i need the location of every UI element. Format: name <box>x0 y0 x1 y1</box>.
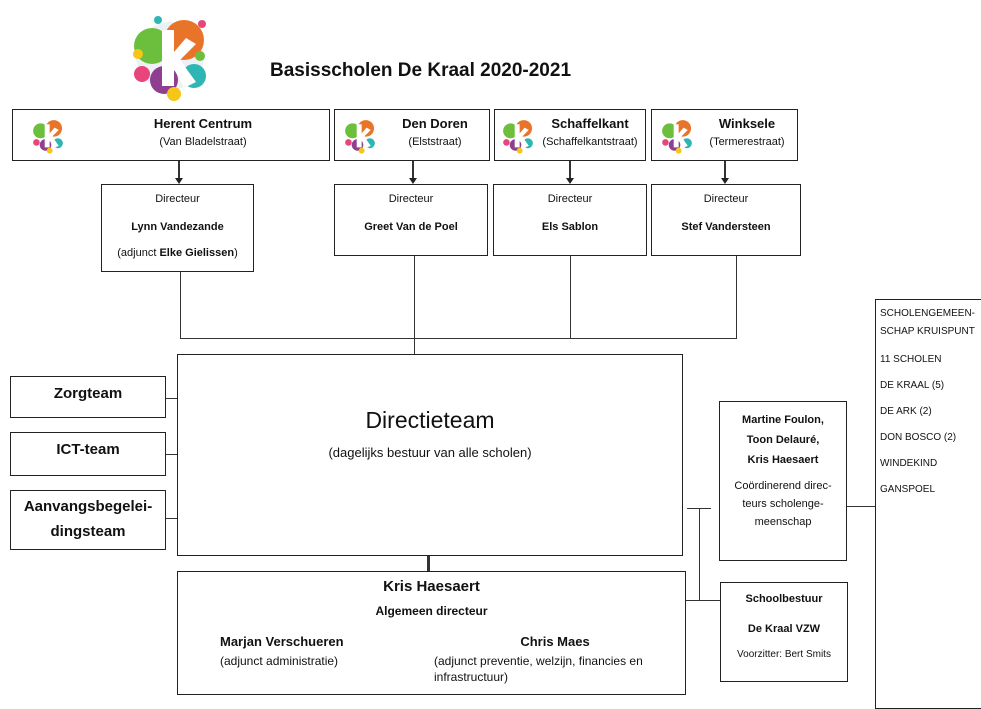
sg-line: SCHAP KRUISPUNT <box>880 326 975 337</box>
schoolbestuur-name: De Kraal VZW <box>747 623 821 635</box>
schoolbestuur-title: Schoolbestuur <box>745 593 823 605</box>
algemeen-directeur-box: Kris Haesaert Algemeen directeur Marjan … <box>177 571 686 695</box>
school-logo-icon <box>662 120 692 154</box>
director-label: Directeur <box>155 193 200 205</box>
team-label-line2: dingsteam <box>50 523 126 540</box>
adjunct-prefix: (adjunct <box>117 247 160 259</box>
page-title: Basisscholen De Kraal 2020-2021 <box>270 60 572 81</box>
director-box-herent-centrum: Directeur Lynn Vandezande (adjunct Elke … <box>101 184 254 272</box>
directieteam-box: Directieteam (dagelijks bestuur van alle… <box>177 354 683 556</box>
team-label-line1: Aanvangsbegelei- <box>23 498 153 515</box>
coordinator-role: teurs scholenge- <box>742 498 824 510</box>
connector-line <box>412 161 414 179</box>
sg-line: DON BOSCO (2) <box>880 432 957 443</box>
coordinator-name: Kris Haesaert <box>747 454 819 466</box>
connector-line <box>414 338 415 354</box>
de-kraal-logo <box>133 16 206 101</box>
schoolbestuur-chair: Voorzitter: Bert Smits <box>737 649 831 660</box>
connector-bus <box>180 338 737 339</box>
connector-line <box>166 398 177 399</box>
adjunct1-role: (adjunct administratie) <box>220 654 339 668</box>
school-box-winksele: Winksele (Termerestraat) <box>651 109 798 161</box>
sg-line: SCHOLENGEMEEN- <box>880 308 976 319</box>
school-logo-icon <box>345 120 375 154</box>
connector-line <box>569 161 571 179</box>
general-director-role: Algemeen directeur <box>375 604 488 618</box>
sg-line: DE ARK (2) <box>880 406 932 417</box>
director-name: Greet Van de Poel <box>364 221 458 233</box>
school-street: (Van Bladelstraat) <box>159 136 247 148</box>
school-name: Winksele <box>718 116 776 131</box>
zorgteam-label: Zorgteam <box>53 385 123 402</box>
connector-line <box>687 508 711 509</box>
coordinator-role: Coördinerend direc- <box>734 480 832 492</box>
arrow-down-icon <box>566 178 574 184</box>
adjunct1-name: Marjan Verschueren <box>220 634 344 649</box>
ict-team-label: ICT-team <box>56 441 120 458</box>
adjunct-name: Elke Gielissen <box>159 247 235 259</box>
director-name: Lynn Vandezande <box>131 221 224 233</box>
school-logo-icon <box>503 120 533 154</box>
adjunct-line: (adjunct Elke Gielissen) <box>102 247 253 259</box>
school-name: Den Doren <box>402 116 468 131</box>
connector-line <box>736 256 737 338</box>
sg-line: 11 SCHOLEN <box>880 354 942 365</box>
connector-line <box>570 256 571 338</box>
connector-line <box>180 272 181 338</box>
director-box-winksele: Directeur Stef Vandersteen <box>651 184 801 256</box>
connector-line <box>699 508 700 600</box>
connector-line <box>178 161 180 179</box>
connector-line <box>847 506 875 507</box>
adjunct-suffix: ) <box>234 247 238 259</box>
aanvangsbegeleidingsteam-box: Aanvangsbegelei- dingsteam <box>10 490 166 550</box>
connector-line <box>414 256 415 338</box>
coordinator-name: Martine Foulon, <box>742 414 824 426</box>
scholengemeenschap-box: SCHOLENGEMEEN- SCHAP KRUISPUNT 11 SCHOLE… <box>875 299 981 709</box>
directieteam-title: Directieteam <box>365 407 495 433</box>
connector-line <box>724 161 726 179</box>
connector-line <box>166 518 177 519</box>
connector-line <box>427 556 430 571</box>
school-street: (Schaffelkantstraat) <box>542 136 638 148</box>
school-logo-icon <box>33 120 63 154</box>
connector-line <box>166 454 177 455</box>
coordinator-name: Toon Delauré, <box>746 434 820 446</box>
sg-line: WINDEKIND <box>880 458 938 469</box>
directieteam-subtitle: (dagelijks bestuur van alle scholen) <box>328 445 532 460</box>
arrow-down-icon <box>175 178 183 184</box>
coordinator-role: meenschap <box>754 516 812 528</box>
director-box-den-doren: Directeur Greet Van de Poel <box>334 184 488 256</box>
school-name: Herent Centrum <box>153 116 253 131</box>
school-box-schaffelkant: Schaffelkant (Schaffelkantstraat) <box>494 109 646 161</box>
schoolbestuur-box: Schoolbestuur De Kraal VZW Voorzitter: B… <box>720 582 848 682</box>
director-name: Els Sablon <box>541 221 599 233</box>
director-box-schaffelkant: Directeur Els Sablon <box>493 184 647 256</box>
adjunct2-name: Chris Maes <box>520 634 590 649</box>
adjunct2-role-2: infrastructuur) <box>434 670 509 684</box>
coordinators-box: Martine Foulon, Toon Delauré, Kris Haesa… <box>719 401 847 561</box>
school-box-den-doren: Den Doren (Elststraat) <box>334 109 490 161</box>
sg-line: DE KRAAL (5) <box>880 380 945 391</box>
director-label: Directeur <box>388 193 434 205</box>
ict-team-box: ICT-team <box>10 432 166 476</box>
school-street: (Elststraat) <box>408 136 462 148</box>
zorgteam-box: Zorgteam <box>10 376 166 418</box>
school-name: Schaffelkant <box>551 116 629 131</box>
director-name: Stef Vandersteen <box>681 221 771 233</box>
school-box-herent-centrum: Herent Centrum (Van Bladelstraat) <box>12 109 330 161</box>
arrow-down-icon <box>409 178 417 184</box>
arrow-down-icon <box>721 178 729 184</box>
director-label: Directeur <box>547 193 593 205</box>
director-label: Directeur <box>703 193 749 205</box>
sg-line: GANSPOEL <box>880 484 936 495</box>
school-street: (Termerestraat) <box>709 136 785 148</box>
adjunct2-role-1: (adjunct preventie, welzijn, financies e… <box>434 654 643 668</box>
general-director-name: Kris Haesaert <box>383 578 480 595</box>
connector-line <box>686 600 720 601</box>
